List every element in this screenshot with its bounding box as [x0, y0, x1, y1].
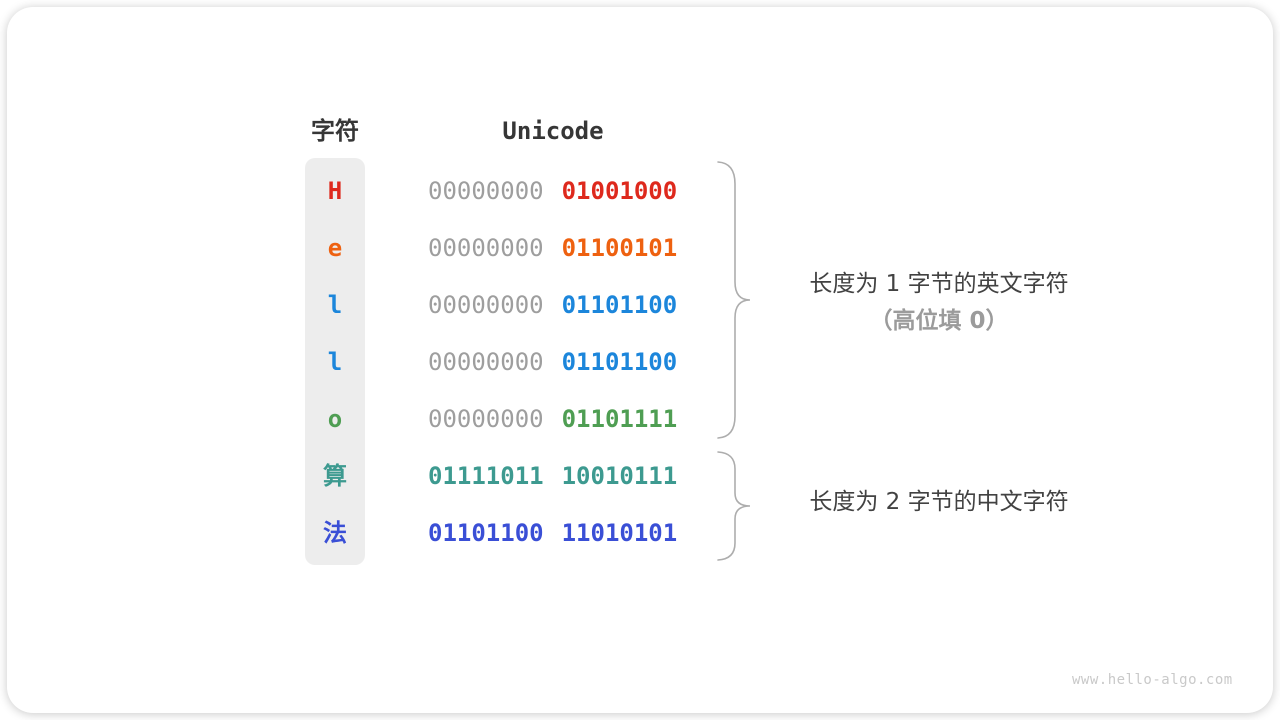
annotation-chinese-line1: 长度为 2 字节的中文字符 — [809, 489, 1069, 515]
annotation-english-line1: 长度为 1 字节的英文字符 — [809, 271, 1069, 297]
character-cell: 法 — [323, 519, 347, 547]
unicode-column-header: Unicode — [502, 117, 604, 145]
annotation-english: 长度为 1 字节的英文字符 （高位填 0） — [757, 269, 1121, 336]
annotation-chinese: 长度为 2 字节的中文字符 — [757, 487, 1121, 517]
brace-english-chars-icon — [717, 161, 751, 439]
character-cell: o — [327, 405, 343, 433]
char-column-background — [305, 158, 365, 565]
unicode-binary: 00000000 01101100 — [428, 345, 677, 379]
unicode-binary: 00000000 01100101 — [428, 231, 677, 265]
low-byte: 11010101 — [561, 519, 678, 547]
unicode-binary: 01101100 11010101 — [428, 516, 677, 550]
unicode-binary: 00000000 01101100 — [428, 288, 677, 322]
high-byte: 00000000 — [428, 177, 544, 205]
unicode-binary: 00000000 01101111 — [428, 402, 677, 436]
low-byte: 01101111 — [561, 405, 678, 433]
low-byte: 01101100 — [561, 348, 678, 376]
brace-chinese-chars-icon — [717, 451, 751, 561]
diagram-card: 字符 Unicode H 00000000 01001000 e 00000000 011… — [7, 7, 1273, 713]
character-cell: l — [327, 291, 343, 319]
low-byte: 01001000 — [561, 177, 678, 205]
character-cell: 算 — [323, 462, 347, 490]
low-byte: 10010111 — [561, 462, 678, 490]
character-cell: l — [327, 348, 343, 376]
char-column-header: 字符 — [311, 117, 359, 145]
low-byte: 01101100 — [561, 291, 678, 319]
character-cell: H — [327, 177, 343, 205]
high-byte: 01101100 — [428, 519, 544, 547]
high-byte: 00000000 — [428, 348, 544, 376]
high-byte: 01111011 — [428, 462, 544, 490]
high-byte: 00000000 — [428, 291, 544, 319]
annotation-english-line2: （高位填 0） — [869, 308, 1009, 334]
watermark: www.hello-algo.com — [1072, 672, 1233, 688]
low-byte: 01100101 — [561, 234, 678, 262]
unicode-binary: 01111011 10010111 — [428, 459, 677, 493]
high-byte: 00000000 — [428, 405, 544, 433]
high-byte: 00000000 — [428, 234, 544, 262]
unicode-binary: 00000000 01001000 — [428, 174, 677, 208]
character-cell: e — [327, 234, 343, 262]
